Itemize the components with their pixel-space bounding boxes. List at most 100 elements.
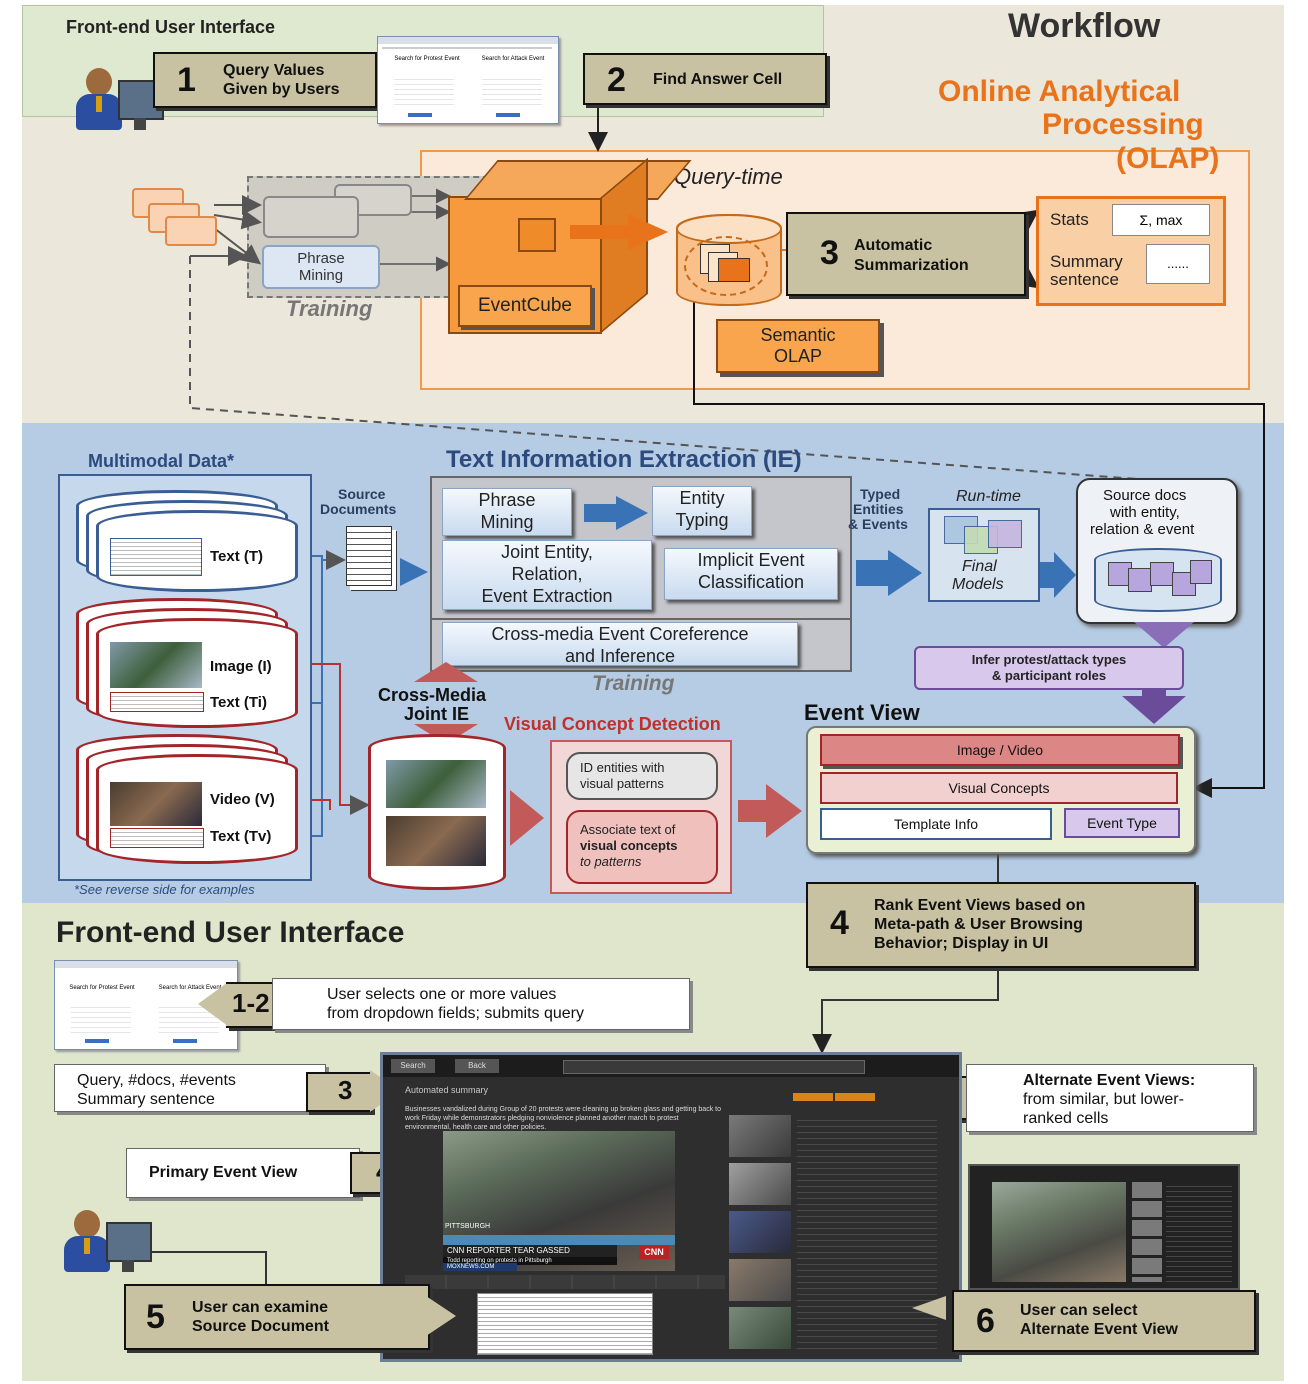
step4-text-line2: Meta-path & User Browsing — [874, 916, 1083, 933]
typed-entities-line2: Entities — [853, 501, 904, 517]
ui-search-button[interactable]: Search — [391, 1059, 435, 1073]
entity-typing-line2: Typing — [675, 510, 729, 530]
ui-alternate-thumb[interactable] — [729, 1115, 791, 1157]
mini-form-title-b: Search for Attack Event — [481, 56, 545, 62]
ie-to-models-arrowhead — [888, 550, 922, 596]
ui-alternate-thumb[interactable] — [729, 1211, 791, 1253]
ui-caption-reporter: CNN REPORTER TEAR GASSED — [443, 1245, 617, 1257]
source-documents-line2: Documents — [320, 501, 397, 517]
step3-text-line2: Summarization — [854, 257, 969, 274]
step5-text-line1: User can examine — [192, 1299, 329, 1316]
summary-value: ...... — [1146, 244, 1210, 284]
crossmedia-image — [386, 760, 486, 808]
image-i-label: Image (I) — [210, 658, 272, 675]
sourcedocs-down-arrow — [1134, 622, 1194, 648]
ui-tab[interactable] — [835, 1093, 875, 1101]
associate-line1: Associate text of — [580, 822, 676, 837]
semantic-olap-line2: OLAP — [773, 346, 823, 366]
typed-entities-line1: Typed — [860, 486, 901, 502]
semantic-olap-box: Semantic OLAP — [716, 319, 880, 373]
answer-cell-docs — [684, 236, 768, 296]
joint-line1: Joint Entity, — [501, 542, 593, 562]
step5-box: 5 User can examine Source Document — [124, 1284, 430, 1350]
ev-template-info: Template Info — [820, 808, 1052, 840]
olap-title-line3: (OLAP) — [1116, 142, 1220, 175]
training-model-box — [263, 196, 359, 238]
ui-alternate-thumb[interactable] — [729, 1259, 791, 1301]
id-entities-line1: ID entities with — [580, 760, 665, 775]
associate-box: Associate text of visual concepts to pat… — [566, 810, 718, 884]
doc-card — [165, 216, 217, 246]
summary-label-line2: sentence — [1050, 270, 1119, 289]
infer-line1: Infer protest/attack types — [971, 652, 1127, 667]
step3-number: 3 — [820, 234, 839, 272]
alt-screenshot-meta — [1166, 1182, 1232, 1282]
joint-line2: Relation, — [511, 564, 583, 584]
step4-text-line1: Rank Event Views based on — [874, 897, 1086, 914]
alternate-view-screenshot[interactable] — [968, 1164, 1240, 1290]
ui-summary-text: Businesses vandalized during Group of 20… — [405, 1106, 721, 1131]
ui-source-document[interactable] — [477, 1293, 653, 1355]
protest-image-thumbnail — [110, 642, 202, 688]
coref-up-arrow — [414, 662, 478, 682]
step5-number: 5 — [146, 1298, 165, 1336]
step1-box: 1 Query Values Given by Users — [153, 52, 377, 108]
implicit-line2: Classification — [697, 572, 805, 592]
ev-visual-concepts: Visual Concepts — [820, 772, 1178, 804]
step4-number: 4 — [830, 904, 849, 942]
step6-arrow — [912, 1296, 946, 1320]
ui-back-button[interactable]: Back — [455, 1059, 499, 1073]
infer-down-arrow — [1122, 696, 1186, 724]
step5-arrow — [426, 1296, 456, 1336]
step3-box: 3 Automatic Summarization — [786, 212, 1026, 296]
alt-screenshot-image — [992, 1182, 1126, 1282]
entity-typing-line1: Entity — [679, 488, 725, 508]
infer-line2: & participant roles — [991, 668, 1107, 683]
step6-text-line1: User can select — [1020, 1302, 1138, 1319]
ui-caption-moxnews: MOXNEWS.COM — [443, 1263, 517, 1271]
phrase-to-entity-arrow — [584, 504, 618, 522]
annotated-docs-line3: relation & event — [1090, 521, 1195, 538]
ui-query-field[interactable] — [563, 1060, 865, 1074]
step6-text-line2: Alternate Event View — [1020, 1321, 1178, 1338]
olap-title-line2: Processing — [1042, 108, 1204, 141]
crossmedia-cylinder — [368, 734, 506, 890]
phrase-mining-line1: Phrase — [297, 250, 345, 267]
step12-number: 1-2 — [232, 988, 270, 1018]
source-documents-line1: Source — [338, 486, 386, 502]
training2-label: Training — [592, 672, 675, 695]
video-caption-thumbnail — [110, 828, 204, 848]
phrase-mining-line2: Mining — [298, 267, 344, 284]
step1-text-line1: Query Values — [223, 62, 325, 79]
ev-image-video: Image / Video — [820, 734, 1180, 766]
ui-alternate-thumb[interactable] — [729, 1307, 791, 1349]
step12-description: User selects one or more values from dro… — [272, 978, 690, 1030]
query-docs-line1: Query, #docs, #events — [77, 1072, 236, 1089]
text-doc-thumbnail — [110, 538, 202, 576]
event-browser-screenshot: Search Back Automated summary Businesses… — [380, 1052, 962, 1362]
ie-title: Text Information Extraction (IE) — [446, 446, 802, 473]
annotated-docs-line2: with entity, — [1110, 504, 1180, 521]
ui-primary-event-image[interactable]: CNN REPORTER TEAR GASSED PITTSBURGH Todd… — [443, 1131, 675, 1271]
id-entities-line2: visual patterns — [580, 776, 664, 791]
training-label: Training — [286, 296, 373, 321]
ie-phrase-mining: Phrase Mining — [442, 488, 572, 536]
bottom-frontend-title: Front-end User Interface — [56, 916, 405, 949]
step2-box: 2 Find Answer Cell — [583, 53, 827, 105]
crossmedia-joint-line1: Cross-Media — [378, 685, 487, 705]
step3b-number: 3 — [338, 1075, 353, 1105]
step4-text-line3: Behavior; Display in UI — [874, 935, 1049, 952]
query-docs-line2: Summary sentence — [77, 1091, 215, 1108]
alt-line2: from similar, but lower- — [1023, 1091, 1184, 1108]
doc-icon — [718, 258, 750, 282]
ui-alternate-thumb[interactable] — [729, 1163, 791, 1205]
step3b-box: 3 — [306, 1072, 372, 1112]
text-ti-label: Text (Ti) — [210, 694, 267, 711]
alt-line3: ranked cells — [1023, 1110, 1109, 1127]
stats-value: Σ, max — [1112, 204, 1210, 236]
entity-card — [1128, 568, 1152, 592]
video-frame-thumbnail — [110, 782, 202, 826]
ui-tab[interactable] — [793, 1093, 833, 1101]
bottom-mini-form-title-b: Search for Attack Event — [158, 985, 222, 991]
implicit-line1: Implicit Event — [697, 550, 805, 570]
